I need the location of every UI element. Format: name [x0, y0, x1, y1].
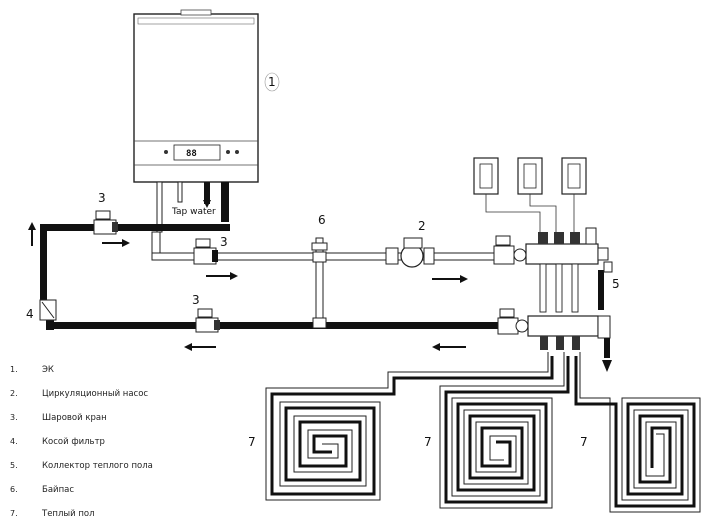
floor-loop-right — [574, 352, 701, 513]
legend-num-1: 1. — [10, 365, 18, 374]
legend-text-1: ЭК — [42, 365, 54, 375]
filter — [39, 299, 57, 321]
boiler: 88 — [133, 9, 259, 183]
callout-ball-valve-supply: 3 — [220, 235, 228, 249]
legend-num-5: 5. — [10, 461, 18, 470]
legend-num-4: 4. — [10, 437, 18, 446]
ball-valve-supply — [193, 238, 218, 265]
floor-loop-left — [265, 352, 554, 501]
manifold — [473, 157, 613, 372]
callout-bypass: 6 — [318, 213, 326, 227]
main-pipes — [40, 224, 520, 330]
callout-ball-valve-top: 3 — [98, 191, 106, 205]
legend-text-6: Байпас — [42, 485, 74, 495]
callout-loop-right: 7 — [580, 435, 588, 449]
legend-text-4: Косой фильтр — [42, 437, 105, 447]
legend-num-6: 6. — [10, 485, 18, 494]
callout-manifold: 5 — [612, 277, 620, 291]
legend-num-2: 2. — [10, 389, 18, 398]
legend: 1. ЭК 2. Циркуляционный насос 3. Шаровой… — [10, 365, 153, 519]
circulation-pump — [385, 237, 435, 268]
callout-pump: 2 — [418, 219, 426, 233]
flow-arrows — [28, 222, 468, 351]
callout-loop-middle: 7 — [424, 435, 432, 449]
callout-loop-left: 7 — [248, 435, 256, 449]
boiler-display: 88 — [186, 149, 197, 159]
floor-loop-middle — [439, 352, 570, 509]
callout-boiler: 1 — [268, 75, 276, 89]
callout-filter: 4 — [26, 307, 34, 321]
legend-num-7: 7. — [10, 509, 18, 518]
boiler-outlets — [156, 181, 229, 233]
legend-text-2: Циркуляционный насос — [42, 389, 148, 399]
ball-valve-top-left — [93, 210, 118, 235]
legend-text-5: Коллектор теплого пола — [42, 461, 153, 471]
tap-water-label: Tap water — [171, 207, 216, 217]
legend-num-3: 3. — [10, 413, 18, 422]
ball-valve-return — [195, 308, 220, 333]
legend-text-3: Шаровой кран — [42, 413, 107, 423]
callout-ball-valve-return: 3 — [192, 293, 200, 307]
legend-text-7: Теплый пол — [41, 509, 95, 519]
